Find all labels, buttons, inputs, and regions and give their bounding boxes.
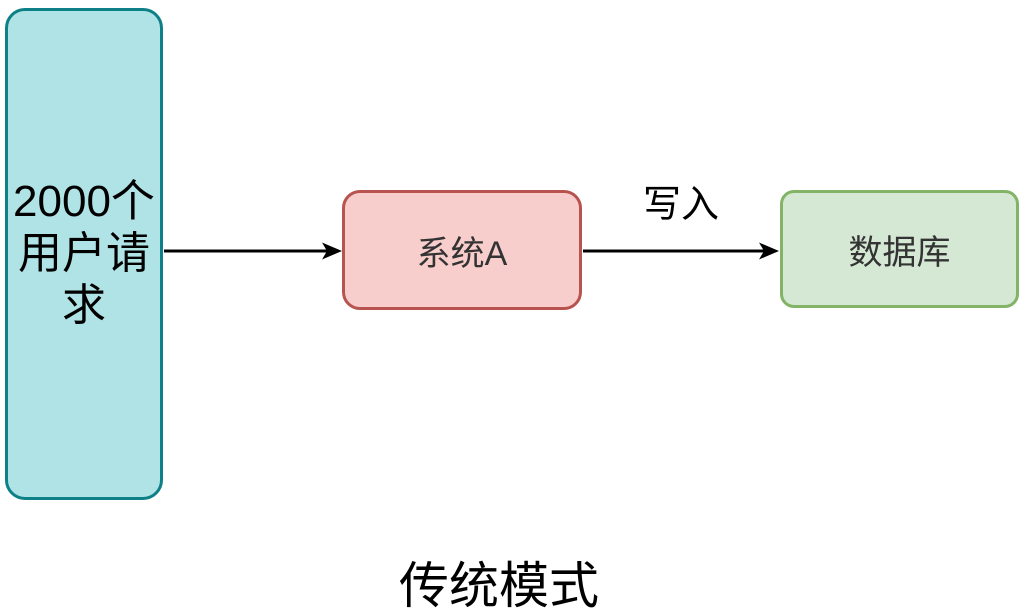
arrow-source-to-system [164, 242, 342, 260]
arrow-system-to-database [583, 242, 779, 260]
node-system-a-label: 系统A [416, 234, 508, 273]
node-user-requests-label: 2000个 用户请 求 [13, 177, 155, 330]
diagram-title: 传统模式 [399, 558, 599, 614]
arrowhead-icon [322, 242, 342, 260]
node-user-requests: 2000个 用户请 求 [5, 8, 163, 500]
arrowhead-icon [759, 242, 779, 260]
edge-label-write: 写入 [642, 184, 720, 226]
node-database: 数据库 [780, 190, 1019, 308]
node-database-label: 数据库 [848, 233, 951, 272]
node-system-a: 系统A [342, 190, 582, 310]
